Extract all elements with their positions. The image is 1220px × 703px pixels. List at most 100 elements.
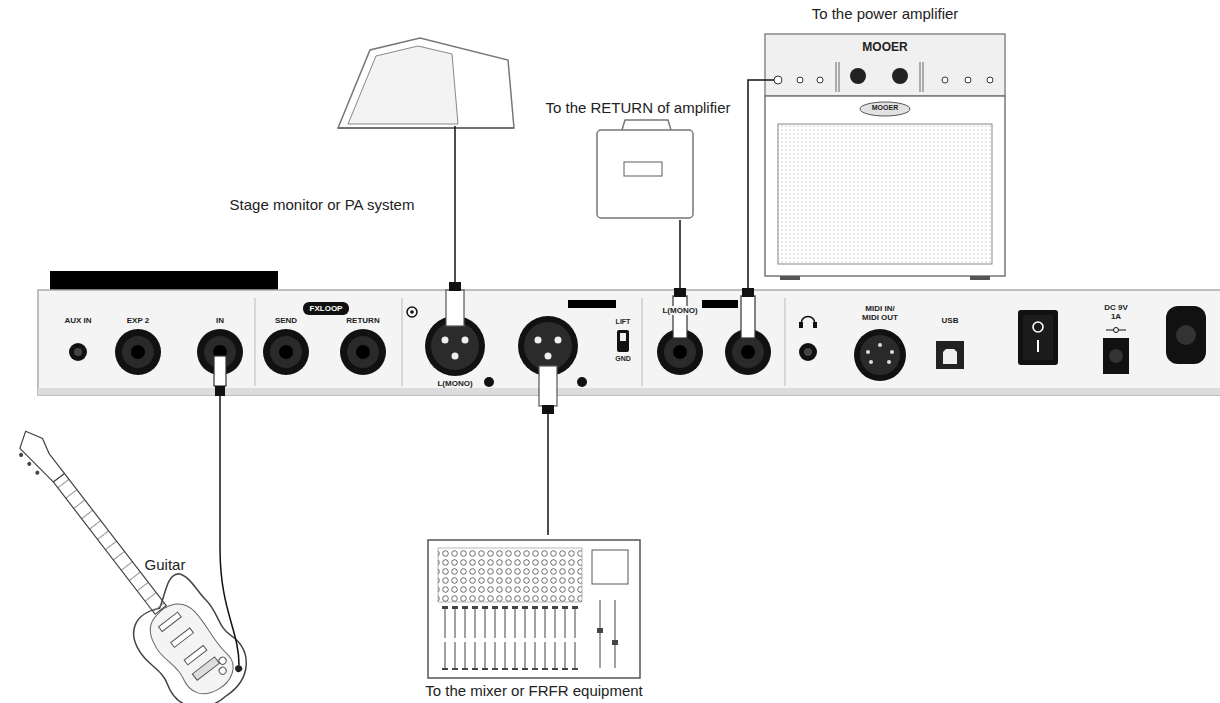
guitar-illustration xyxy=(35,470,41,476)
amplifier-illustration xyxy=(624,162,662,176)
jack-socket xyxy=(741,345,755,359)
xlr-plug xyxy=(542,405,554,414)
dc-power-jack xyxy=(1103,338,1129,374)
label-bar xyxy=(568,300,616,308)
switch-label: GND xyxy=(615,355,631,363)
port-label: IN xyxy=(216,316,224,325)
label-bar xyxy=(702,300,738,308)
device-label: Stage monitor or PA system xyxy=(230,196,415,213)
headphone-jack xyxy=(799,343,817,361)
guitar-illustration xyxy=(171,628,194,647)
power-switch xyxy=(1037,340,1039,352)
xlr-socket xyxy=(484,377,494,387)
xlr-socket xyxy=(577,377,587,387)
jack-plug xyxy=(214,288,755,396)
jack-socket xyxy=(664,336,696,368)
headphone-jack xyxy=(799,322,803,328)
port-label: L(MONO) xyxy=(660,306,699,315)
power-amplifier-illustration xyxy=(920,62,921,92)
amplifier: To the RETURN of amplifier xyxy=(540,96,742,220)
stage-monitor-illustration xyxy=(338,38,514,128)
headphone-jack xyxy=(813,322,817,328)
rear-panel xyxy=(50,271,278,290)
device-label: To the RETURN of amplifier xyxy=(545,99,730,116)
xlr-socket xyxy=(555,337,562,344)
port-label: MIDI IN/ MIDI OUT xyxy=(857,304,903,322)
port-label: L(MONO) xyxy=(437,379,472,388)
jack-plug xyxy=(215,386,225,396)
xlr-socket xyxy=(431,322,479,370)
mixer-illustration xyxy=(592,550,628,584)
jack-socket xyxy=(122,336,154,368)
power-amplifier-illustration xyxy=(965,77,971,83)
xlr-socket xyxy=(545,353,552,360)
guitar-illustration xyxy=(159,612,182,631)
guitar-illustration xyxy=(14,426,68,486)
cable-clamp xyxy=(1166,306,1206,364)
device-label: To the mixer or FRFR equipment xyxy=(425,682,643,699)
xlr-socket xyxy=(407,307,417,317)
power-amplifier-illustration xyxy=(987,77,993,83)
ground-lift-switch xyxy=(617,330,629,352)
dc-power-jack xyxy=(1114,328,1119,333)
device-label: To the power amplifier xyxy=(812,5,959,22)
jack-socket xyxy=(270,336,302,368)
cable xyxy=(219,380,221,548)
stage-monitor: Stage monitor or PA system xyxy=(215,36,515,216)
switch-label: LIFT xyxy=(616,318,631,326)
xlr-socket xyxy=(452,353,459,360)
xlr-socket xyxy=(410,310,414,314)
port-label: EXP 2 xyxy=(127,316,150,325)
cable xyxy=(220,548,239,665)
cable xyxy=(760,79,774,81)
ground-lift-switch xyxy=(617,330,629,352)
power-amplifier-illustration xyxy=(860,102,910,116)
power-amplifier-illustration xyxy=(817,77,823,83)
jack-socket xyxy=(115,329,161,375)
xlr-plug xyxy=(449,282,461,291)
dc-power-jack xyxy=(1109,349,1123,363)
jack-plug xyxy=(673,296,687,338)
power-switch xyxy=(1018,310,1058,365)
amplifier-illustration xyxy=(622,120,671,130)
power-amplifier-illustration xyxy=(765,34,1005,96)
guitar-illustration xyxy=(26,461,32,467)
port-label: RETURN xyxy=(346,316,379,325)
xlr-output: L(MONO) xyxy=(418,313,492,391)
port-label: AUX IN xyxy=(64,316,91,325)
input-jack: IN xyxy=(200,312,240,380)
rear-panel xyxy=(38,271,1220,395)
midi-socket xyxy=(890,350,894,354)
power-amplifier-illustration xyxy=(850,68,866,84)
power-amplifier-illustration xyxy=(765,96,1005,276)
mixer-illustration xyxy=(428,540,640,678)
port-label: USB xyxy=(942,316,959,325)
power-amplifier-illustration xyxy=(760,34,1005,280)
cable-clamp xyxy=(1176,325,1196,345)
power-amplifier-illustration xyxy=(836,62,837,92)
mixer-illustration xyxy=(600,600,601,668)
midi-socket xyxy=(887,360,891,364)
aux-in-jack xyxy=(69,343,87,361)
section-label: FXLOOP xyxy=(310,304,343,313)
mixer-illustration xyxy=(428,540,640,678)
brand-logo: MOOER xyxy=(872,104,898,112)
cable xyxy=(547,395,549,535)
jack-output: L(MONO) xyxy=(652,302,708,378)
midi-socket xyxy=(866,350,870,354)
dc-power-jack xyxy=(1103,328,1129,375)
jack-socket xyxy=(279,345,293,359)
jack-socket xyxy=(131,345,145,359)
rear-panel xyxy=(785,298,786,386)
guitar-illustration xyxy=(18,452,24,458)
jack-socket xyxy=(347,336,379,368)
power-switch xyxy=(1018,310,1058,365)
power-amplifier-illustration xyxy=(923,62,924,92)
rear-panel xyxy=(255,298,256,386)
rear-panel xyxy=(38,290,1220,395)
port-label: DC 9V 1A xyxy=(1101,303,1131,321)
midi-socket xyxy=(854,329,906,381)
usb-socket xyxy=(943,349,957,364)
xlr-socket xyxy=(442,337,449,344)
